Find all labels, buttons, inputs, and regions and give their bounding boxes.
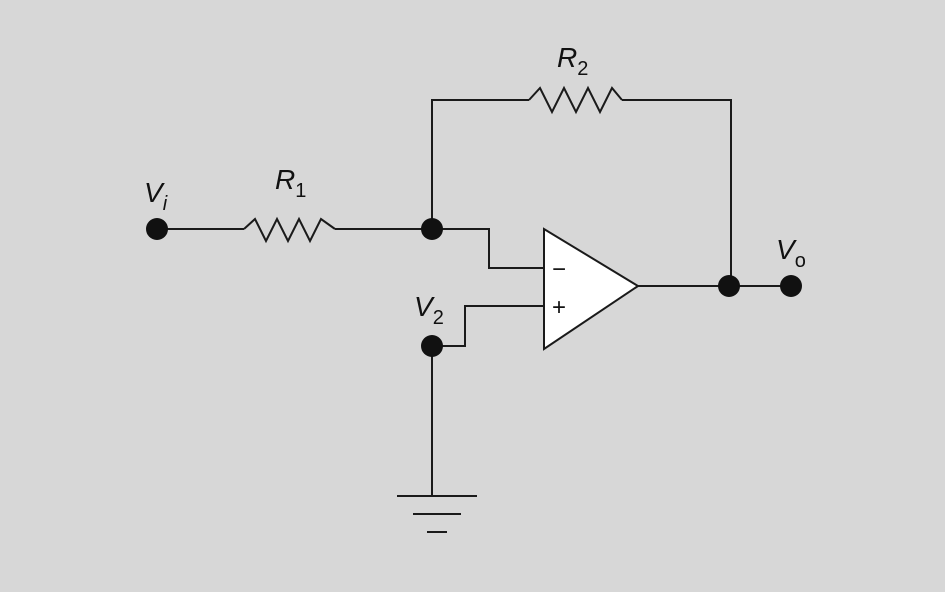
- node-vi: [146, 218, 168, 240]
- node-v2: [421, 335, 443, 357]
- opamp-inverting-sign: −: [552, 256, 566, 283]
- label-r1: R1: [275, 164, 306, 202]
- label-vo: Vo: [776, 234, 806, 272]
- resistor-r1: [243, 216, 336, 244]
- label-vi: Vi: [144, 177, 168, 215]
- wire-to-inverting-input: [432, 228, 544, 269]
- label-r2: R2: [557, 42, 588, 80]
- opamp-triangle: [543, 227, 640, 351]
- wire-feedback-left: [431, 99, 529, 229]
- opamp-noninverting-sign: +: [552, 294, 566, 321]
- wire-to-noninverting-input: [432, 305, 544, 347]
- node-junction: [421, 218, 443, 240]
- label-v2: V2: [414, 291, 444, 329]
- wire-feedback-right: [622, 99, 732, 286]
- node-vo: [780, 275, 802, 297]
- node-output-junction: [718, 275, 740, 297]
- resistor-r2: [528, 85, 623, 115]
